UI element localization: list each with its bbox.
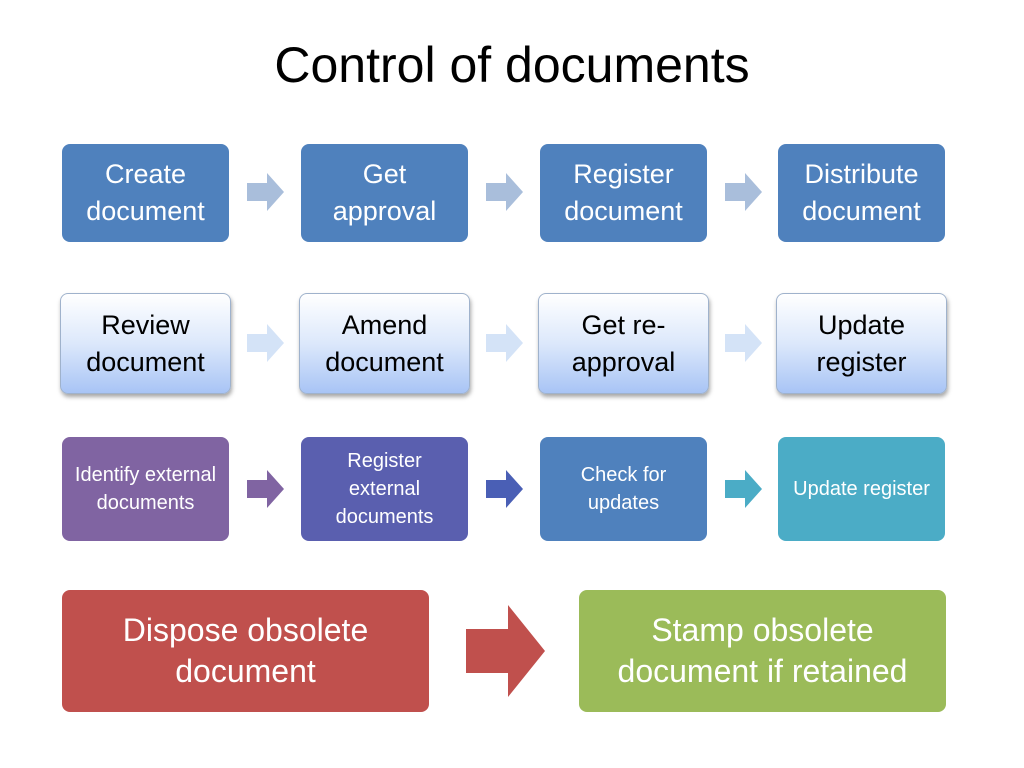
flow-arrow-icon bbox=[247, 470, 284, 508]
flow-arrow-icon bbox=[725, 173, 762, 211]
step-update-register: Update register bbox=[776, 293, 947, 394]
slide-title: Control of documents bbox=[274, 37, 750, 93]
step-identify-external-documents: Identify external documents bbox=[62, 437, 229, 541]
step-check-for-updates: Check for updates bbox=[540, 437, 707, 541]
flow-arrow-icon bbox=[486, 324, 523, 362]
step-update-register-external: Update register bbox=[778, 437, 945, 541]
flow-arrow-icon bbox=[725, 470, 762, 508]
flow-arrow-icon bbox=[247, 173, 284, 211]
step-register-document: Register document bbox=[540, 144, 707, 242]
step-amend-document: Amend document bbox=[299, 293, 470, 394]
step-get-approval: Get approval bbox=[301, 144, 468, 242]
step-dispose-obsolete-document: Dispose obsolete document bbox=[62, 590, 429, 712]
step-register-external-documents: Register external documents bbox=[301, 437, 468, 541]
step-distribute-document: Distribute document bbox=[778, 144, 945, 242]
flow-arrow-icon bbox=[466, 605, 545, 697]
step-review-document: Review document bbox=[60, 293, 231, 394]
step-create-document: Create document bbox=[62, 144, 229, 242]
flow-arrow-icon bbox=[725, 324, 762, 362]
flow-arrow-icon bbox=[486, 173, 523, 211]
step-get-re-approval: Get re-approval bbox=[538, 293, 709, 394]
step-stamp-obsolete-document: Stamp obsolete document if retained bbox=[579, 590, 946, 712]
flow-arrow-icon bbox=[247, 324, 284, 362]
flow-arrow-icon bbox=[486, 470, 523, 508]
